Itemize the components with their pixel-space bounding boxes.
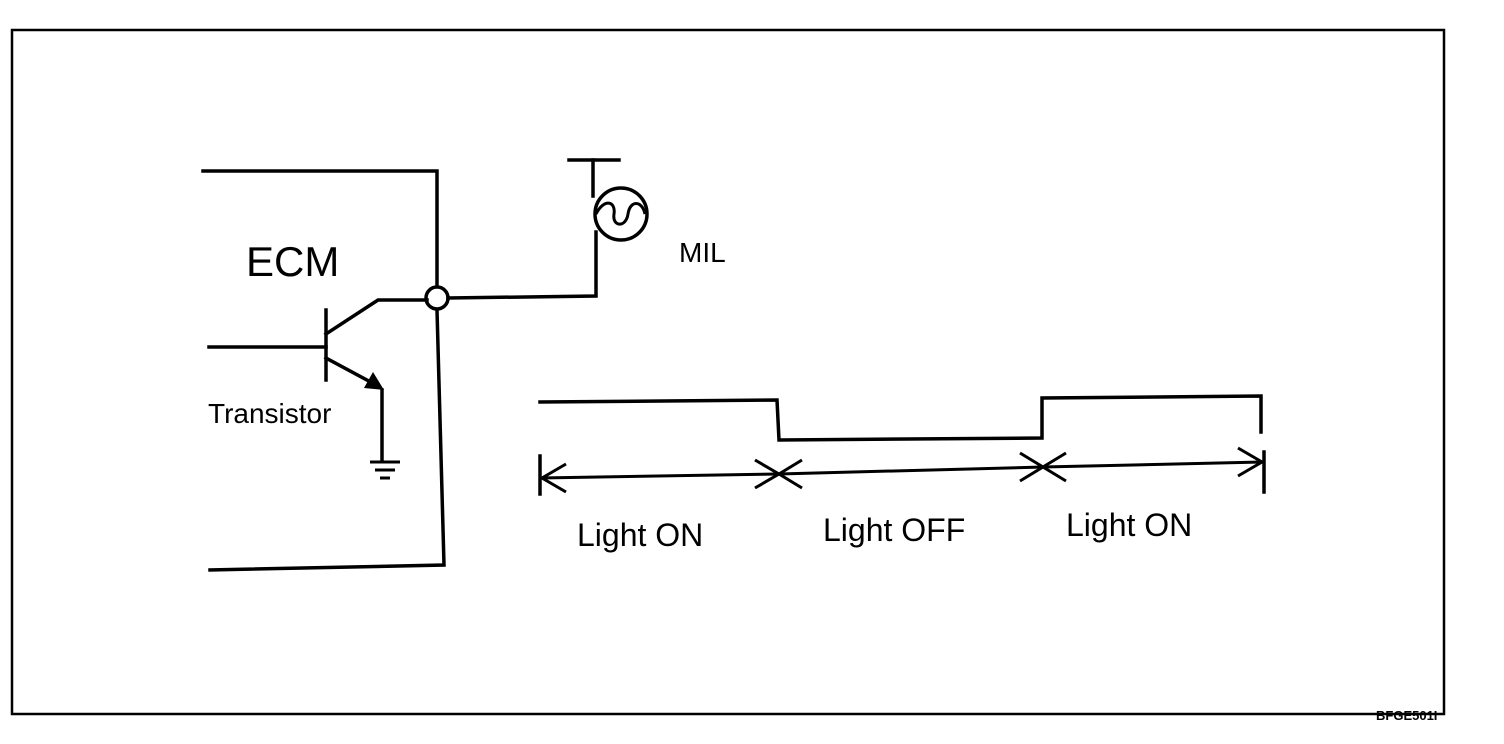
mil-label: MIL <box>679 237 726 268</box>
figure-code: BFGE501I <box>1376 708 1437 723</box>
mil-wire <box>446 230 598 300</box>
timing-waveform <box>538 394 1263 442</box>
segment-label-light-off: Light OFF <box>823 512 965 548</box>
transistor-label: Transistor <box>208 398 331 429</box>
ecm-label: ECM <box>246 238 339 285</box>
ecm-box <box>201 169 446 572</box>
timing-arrows <box>538 446 1266 496</box>
transistor-icon <box>207 298 429 462</box>
mil-bulb-icon <box>567 158 649 242</box>
diagram-frame <box>10 28 1446 716</box>
ecm-terminal <box>424 285 450 311</box>
segment-label-light-on-2: Light ON <box>1066 507 1192 543</box>
segment-label-light-on-1: Light ON <box>577 517 703 553</box>
ground-icon <box>370 460 400 480</box>
